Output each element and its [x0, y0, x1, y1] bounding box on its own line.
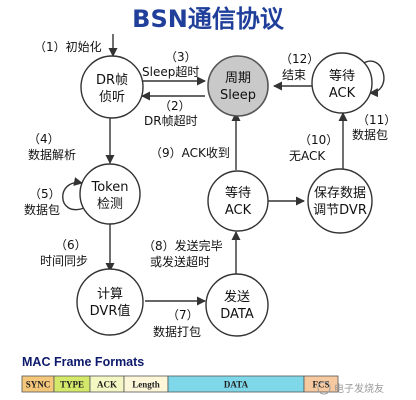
edge-label-no-ack-num: （10）	[299, 133, 338, 147]
diagram-title: BSN通信协议	[132, 5, 285, 33]
watermark: 电子发烧友	[317, 381, 384, 395]
svg-text:ACK: ACK	[225, 203, 252, 218]
svg-text:Token: Token	[91, 180, 129, 195]
edge-label-data-parse-num: （4）	[28, 132, 60, 146]
edge-label-data-parse: 数据解析	[28, 147, 76, 162]
edge-label-sleep-timeout-num: （3）	[165, 50, 197, 64]
frame-field-label-ack: ACK	[97, 380, 117, 390]
edge-label-self-token: 数据包	[24, 202, 60, 217]
edge-label-self-ack-top-num: （11）	[357, 113, 396, 127]
svg-text:发送: 发送	[224, 289, 250, 305]
frame-field-label-type: TYPE	[60, 380, 84, 390]
edge-label-end: 结束	[282, 68, 306, 82]
svg-text:侦听: 侦听	[99, 90, 125, 105]
edge-label-self-token-num: （5）	[29, 187, 61, 201]
svg-text:周期: 周期	[225, 71, 251, 86]
svg-text:调节DVR: 调节DVR	[313, 203, 367, 218]
edge-label-init: （1）初始化	[34, 40, 102, 54]
edge-self-token	[62, 177, 85, 211]
edge-label-time-sync-num: （6）	[55, 238, 87, 252]
edge-label-dr-timeout: DR帧超时	[144, 113, 198, 128]
edge-label-time-sync: 时间同步	[40, 254, 88, 268]
edge-label-self-ack-top: 数据包	[352, 127, 388, 142]
node-calc-dvr: 计算 DVR值	[76, 268, 144, 336]
edge-label-send-done-2: 或发送超时	[150, 254, 210, 269]
node-token-detect: Token 检测	[79, 163, 141, 225]
edge-self-ack-top	[361, 60, 385, 98]
frame-field-label-sync: SYNC	[26, 380, 51, 390]
edge-label-ack-received: （9）ACK收到	[150, 146, 230, 160]
frame-heading: MAC Frame Formats	[22, 355, 144, 369]
frame-field-label-length: Length	[132, 380, 160, 390]
svg-text:DVR值: DVR值	[90, 303, 131, 319]
svg-text:ACK: ACK	[329, 86, 356, 101]
svg-text:DATA: DATA	[220, 307, 254, 322]
node-wait-ack-top: 等待 ACK	[311, 52, 373, 114]
svg-text:保存数据: 保存数据	[314, 186, 366, 201]
node-dr-listen: DR帧 侦听	[80, 55, 144, 119]
edge-label-send-done-1: （8）发送完毕	[143, 238, 223, 253]
frame-format-bar: SYNC TYPE ACK Length DATA FCS	[21, 375, 339, 393]
node-wait-ack-mid: 等待 ACK	[207, 170, 269, 232]
node-sleep: 周期 Sleep	[207, 55, 269, 117]
edge-label-no-ack: 无ACK	[289, 149, 326, 163]
svg-text:DR帧: DR帧	[96, 73, 128, 88]
edge-label-dr-timeout-num: （2）	[159, 99, 191, 113]
node-save-data: 保存数据 调节DVR	[307, 168, 373, 234]
edge-label-packetize-num: （7）	[167, 308, 199, 322]
svg-text:等待: 等待	[225, 185, 251, 201]
svg-text:检测: 检测	[97, 197, 123, 212]
edge-label-packetize: 数据打包	[153, 324, 201, 339]
node-send-data: 发送 DATA	[205, 273, 269, 337]
watermark-text: 电子发烧友	[334, 382, 384, 395]
svg-text:计算: 计算	[97, 287, 123, 302]
frame-field-label-data: DATA	[224, 380, 249, 390]
frame-field-label-fcs: FCS	[312, 380, 329, 390]
edge-label-sleep-timeout: Sleep超时	[142, 64, 199, 79]
svg-text:等待: 等待	[329, 68, 355, 84]
edge-label-end-num: （12）	[280, 52, 319, 66]
svg-text:Sleep: Sleep	[220, 88, 256, 103]
